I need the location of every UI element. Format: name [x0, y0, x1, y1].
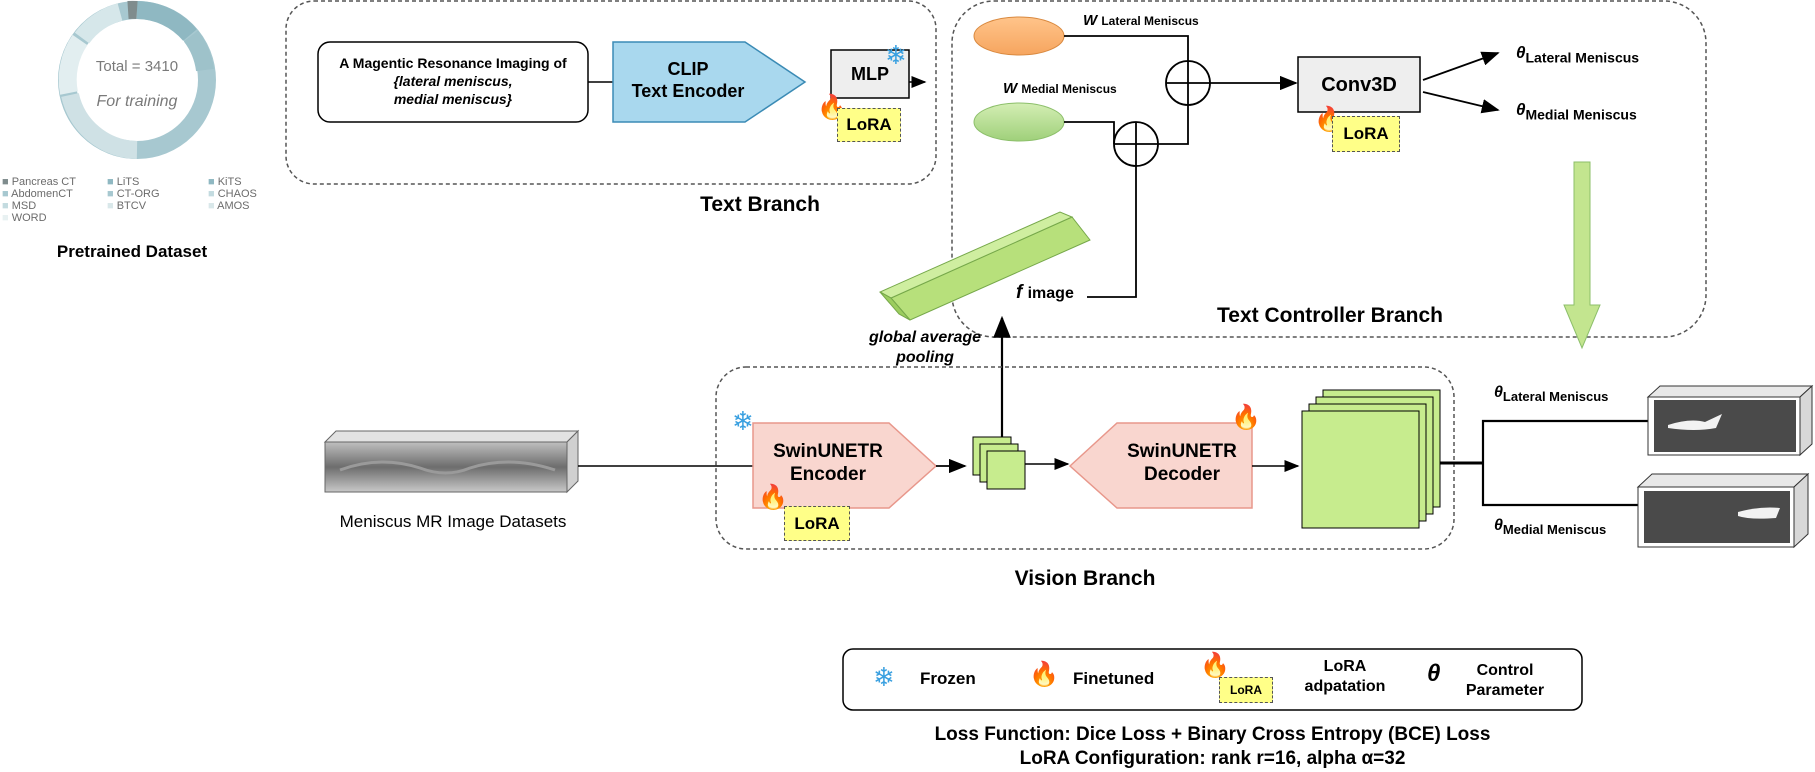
legend-theta-symbol: θ: [1427, 660, 1441, 687]
dataset-legend-item: ■ AMOS: [208, 200, 250, 212]
w-lateral-label: W Lateral Meniscus: [1083, 12, 1199, 29]
dataset-legend-item: ■ AbdomenCT: [2, 188, 73, 200]
donut-total-label: Total = 3410: [95, 57, 179, 75]
dataset-legend-item: ■ MSD: [2, 200, 37, 212]
theta-lateral-label: θLateral Meniscus: [1516, 43, 1640, 66]
flame-icon: 🔥: [1231, 404, 1261, 431]
encoder-shape: [752, 422, 938, 509]
prompt-line-1: A Magentic Resonance Imaging of: [339, 55, 567, 71]
text-branch-container: [285, 0, 937, 185]
legend-box: [842, 648, 1583, 711]
mri-input-volume: [323, 429, 580, 494]
feature-stack-small: [972, 436, 1026, 490]
prompt-line-2: {lateral meniscus,: [393, 73, 513, 89]
clip-text-encoder-shape: [612, 41, 807, 123]
dataset-legend-item: ■ BTCV: [107, 200, 147, 212]
text-controller-container: [951, 0, 1707, 338]
feature-stack-large: [1301, 389, 1441, 529]
snowflake-icon: ❄: [885, 40, 907, 70]
prompt-text: A Magentic Resonance Imaging of {lateral…: [318, 54, 588, 108]
flame-icon: 🔥: [1200, 652, 1230, 679]
legend-lora-badge: LoRA: [1219, 677, 1273, 703]
big-down-arrow: [1563, 161, 1601, 350]
dataset-legend-item: ■ LiTS: [107, 176, 140, 188]
output-theta-lateral-label: θLateral Meniscus: [1494, 384, 1609, 405]
prompt-line-3: medial meniscus}: [393, 91, 513, 107]
encoder-lora-badge: LoRA: [784, 506, 850, 541]
pretrained-dataset-title: Pretrained Dataset: [56, 242, 208, 261]
output-theta-medial-label: θMedial Meniscus: [1494, 517, 1607, 538]
text-branch-title: Text Branch: [700, 193, 820, 216]
mlp-box: [830, 49, 910, 99]
conv3d-label: Conv3D: [1321, 73, 1397, 96]
conv3d-box: [1297, 56, 1421, 113]
loss-function-text: Loss Function: Dice Loss + Binary Cross …: [934, 724, 1491, 745]
w-lateral-ellipse: [973, 16, 1065, 56]
snowflake-icon: ❄: [732, 406, 754, 436]
text-branch-lora-badge: LoRA: [837, 108, 901, 142]
legend-lora-label: LoRA adpatation: [1304, 658, 1386, 695]
decoder-label: SwinUNETR Decoder: [1127, 441, 1237, 485]
dataset-legend-item: ■ CT-ORG: [107, 188, 160, 200]
legend-frozen-label: Frozen: [920, 669, 976, 688]
vision-branch-container: [715, 366, 1455, 550]
dataset-legend-item: ■ WORD: [2, 212, 47, 224]
f-image-label: f image: [1016, 282, 1074, 303]
lora-config-text: LoRA Configuration: rank r=16, alpha α=3…: [1019, 748, 1406, 769]
mri-input-label: Meniscus MR Image Datasets: [339, 512, 567, 531]
flame-icon: 🔥: [758, 484, 788, 511]
legend-finetuned-label: Finetuned: [1073, 669, 1155, 688]
mlp-label: MLP: [851, 63, 889, 84]
dataset-legend-item: ■ CHAOS: [208, 188, 257, 200]
output-volume-medial: [1636, 472, 1810, 549]
encoder-label: SwinUNETR Encoder: [773, 441, 883, 485]
snowflake-icon: ❄: [873, 662, 895, 692]
vision-branch-title: Vision Branch: [1014, 567, 1156, 590]
clip-label: CLIP Text Encoder: [631, 59, 745, 101]
w-medial-ellipse: [973, 102, 1065, 142]
flame-icon: 🔥: [1029, 661, 1059, 688]
dataset-donut-chart: [58, 0, 216, 159]
w-medial-label: W Medial Meniscus: [1003, 80, 1117, 97]
dataset-legend-item: ■ KiTS: [208, 176, 242, 188]
text-controller-title: Text Controller Branch: [1217, 304, 1443, 327]
dataset-legend-item: ■ Pancreas CT: [2, 176, 76, 188]
output-volume-lateral: [1646, 384, 1814, 457]
gap-label: global average pooling: [868, 329, 982, 366]
donut-subtitle: For training: [96, 93, 178, 110]
pooling-prism: [878, 211, 1091, 321]
theta-medial-label: θMedial Meniscus: [1516, 100, 1637, 123]
controller-lora-badge: LoRA: [1332, 116, 1400, 152]
legend-control-label: Control Parameter: [1465, 662, 1545, 699]
